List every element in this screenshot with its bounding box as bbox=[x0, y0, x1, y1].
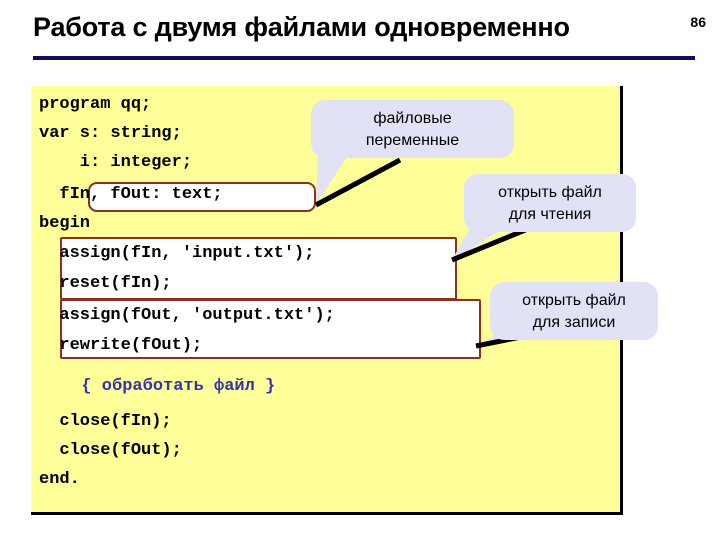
callout-open-for-reading-line2: для чтения bbox=[508, 206, 592, 223]
code-line-var-i: i: integer; bbox=[39, 153, 193, 172]
callout-file-variables: файловые переменные bbox=[311, 100, 514, 158]
code-line-begin: begin bbox=[39, 214, 91, 233]
code-line-comment: { обработать файл } bbox=[61, 377, 276, 396]
callout-open-for-writing: открыть файл для записи bbox=[490, 282, 658, 340]
code-line-rewrite-fout: rewrite(fOut); bbox=[39, 336, 203, 355]
callout-tail-file-variables bbox=[316, 152, 350, 205]
callout-tail-line-file-variables bbox=[314, 157, 402, 208]
page-title: Работа с двумя файлами одновременно bbox=[33, 12, 570, 42]
callout-open-for-writing-line2: для записи bbox=[532, 314, 616, 331]
code-line-reset-fin: reset(fIn); bbox=[39, 274, 172, 293]
code-line-close-fout: close(fOut); bbox=[39, 441, 182, 460]
callout-open-for-reading: открыть файл для чтения bbox=[464, 174, 636, 232]
callout-open-for-reading-line1: открыть файл bbox=[498, 184, 602, 201]
title-underline-divider bbox=[33, 56, 695, 60]
callout-file-variables-line2: переменные bbox=[365, 132, 460, 149]
code-line-assign-fout: assign(fOut, 'output.txt'); bbox=[39, 306, 335, 325]
code-line-file-vars: fIn, fOut: text; bbox=[39, 185, 223, 204]
code-line-end: end. bbox=[39, 470, 80, 489]
code-line-program: program qq; bbox=[39, 95, 152, 114]
highlight-box-file-variables bbox=[88, 182, 316, 212]
callout-file-variables-line1: файловые bbox=[373, 110, 452, 127]
code-line-var-s: var s: string; bbox=[39, 124, 182, 143]
callout-open-for-writing-line1: открыть файл bbox=[522, 292, 626, 309]
code-line-assign-fin: assign(fIn, 'input.txt'); bbox=[39, 244, 315, 263]
code-line-close-fin: close(fIn); bbox=[39, 412, 172, 431]
highlight-box-open-for-writing bbox=[60, 299, 481, 359]
highlight-box-open-for-reading bbox=[60, 237, 457, 300]
page-number: 86 bbox=[690, 14, 706, 30]
